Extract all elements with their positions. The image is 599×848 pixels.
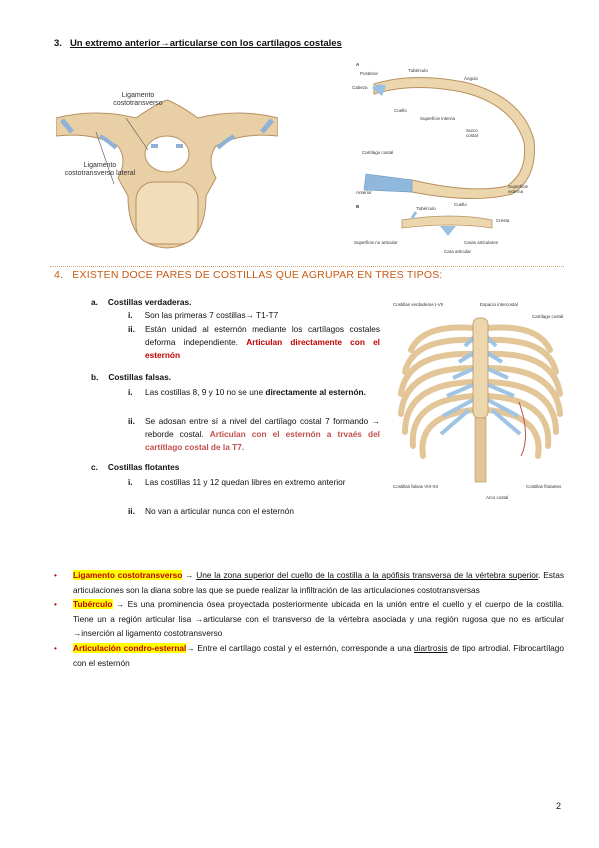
section-3-heading: 3. Un extremo anterior→articularse con lo…: [54, 38, 342, 49]
list-a-i: i.Son las primeras 7 costillas→ T1-T7: [128, 310, 279, 320]
rib-cuello-b: Cuello: [454, 202, 467, 207]
rib-cabeza: Cabeza: [352, 85, 368, 90]
section-3-number: 3.: [54, 38, 62, 49]
section-3-title: Un extremo anterior→articularse con los …: [69, 38, 342, 49]
page-number: 2: [556, 801, 562, 811]
list-a-title: a.Costillas verdaderas.: [91, 297, 192, 307]
list-a-ii: ii. Están unidad al esternón mediante lo…: [128, 324, 380, 360]
list-b-i: i. Las costillas 8, 9 y 10 no se une dir…: [128, 387, 366, 397]
vertebra-figure: [56, 99, 278, 249]
rib-anterior: Anterior: [356, 190, 372, 195]
thorax-espacio: Espacio intercostal: [480, 302, 518, 307]
rib-caras-art: Caras articulares: [464, 240, 499, 245]
definitions-list: •Ligamento costotransverso → Une la zona…: [54, 568, 564, 670]
rib-tuberculo-b: Tubérculo: [416, 206, 436, 211]
list-c-i: i. Las costillas 11 y 12 quedan libres e…: [128, 477, 346, 487]
rib-tuberculo: Tubérculo: [408, 68, 428, 73]
section-4-number: 4.: [54, 269, 64, 281]
definition-tuberculo: •Tubérculo → Es una prominencia ósea pro…: [54, 599, 564, 639]
rib-panel-b: B: [356, 204, 360, 209]
list-b-ii: ii. Se adosan entre sí a nivel del cartí…: [128, 416, 380, 452]
thorax-falsas: Costillas falsas VIII-XII: [393, 484, 439, 489]
list-b-title: b.Costillas falsas.: [91, 372, 172, 382]
thorax-cartilago: Cartílago costal: [532, 314, 564, 319]
bullet-icon: •: [54, 642, 57, 653]
definition-condro-esternal: •Articulación condro-esternal→ Entre el …: [54, 642, 565, 668]
rib-figure: [363, 77, 536, 236]
rib-posterior: Posterior: [360, 71, 379, 76]
section-4-title: EXISTEN DOCE PARES DE COSTILLAS QUE AGRU…: [72, 269, 443, 281]
bullet-icon: •: [54, 599, 57, 610]
rib-angulo: Ángulo: [464, 76, 479, 81]
thorax-verdaderas: Costillas verdaderas I-VII: [393, 302, 444, 307]
rib-sup-externa: Superficie externa: [508, 184, 529, 194]
rib-cresta: Cresta: [496, 218, 510, 223]
list-c-title: c.Costillas flotantes: [91, 462, 180, 472]
thorax-flotantes: Costillas flotantes: [526, 484, 562, 489]
rib-cuello: Cuello: [394, 108, 407, 113]
thorax-arco: Arco costal: [486, 495, 509, 500]
section-separator: [50, 266, 564, 267]
vertebra-label-upper: Ligamento costotransverso: [113, 92, 163, 107]
rib-panel-a: A: [356, 62, 360, 67]
rib-cartilago: Cartílago costal: [362, 150, 394, 155]
definition-ligamento: •Ligamento costotransverso → Une la zona…: [54, 570, 564, 595]
section-4-heading: 4. EXISTEN DOCE PARES DE COSTILLAS QUE A…: [54, 269, 443, 281]
thorax-figure: [398, 317, 563, 483]
rib-surco: Surco costal: [466, 128, 478, 138]
rib-sup-no-art: Superficie no articular: [354, 240, 398, 245]
list-c-ii: ii. No van a articular nunca con el este…: [128, 506, 294, 516]
bullet-icon: •: [54, 570, 57, 580]
rib-sup-interna: Superficie interna: [420, 116, 456, 121]
vertebra-label-lower: Ligamento costotransverso lateral: [64, 162, 136, 177]
rib-cara-art: Cara articular: [444, 249, 472, 254]
